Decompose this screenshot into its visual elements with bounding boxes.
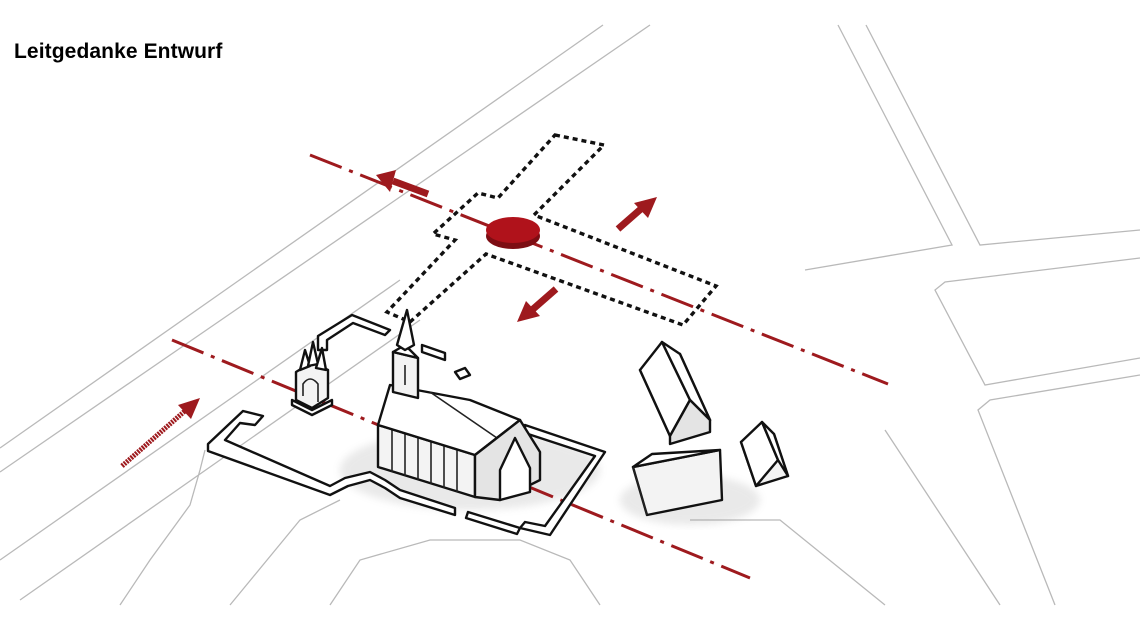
church-buttresses: [391, 430, 458, 492]
house-east: [739, 420, 790, 488]
chapel-pinnacle-c: [314, 346, 328, 372]
house-north: [638, 340, 712, 446]
right-block-top: [934, 257, 1140, 386]
chapel-arch: [302, 378, 319, 402]
church-tower-top: [391, 343, 420, 360]
direction-arrows: [120, 170, 657, 468]
houses: [631, 340, 790, 517]
church-roof-ridge: [429, 391, 498, 439]
plaza-curve: [329, 539, 601, 606]
wall-east-stub: [453, 366, 472, 381]
wall-gate: [420, 343, 447, 362]
church-choir-gable: [498, 436, 532, 502]
lower-road-b: [690, 519, 886, 606]
south-road: [229, 499, 341, 606]
upper-design-axis: [309, 153, 889, 386]
right-road-a: [804, 24, 953, 271]
chapel-pinnacle-b: [306, 340, 320, 368]
right-road-b: [865, 24, 1140, 246]
lower-road-a: [884, 429, 1001, 606]
street-network: [0, 24, 1140, 606]
main-road-edge-inner: [0, 24, 651, 473]
arrow-northeast: [615, 197, 657, 232]
church-spire: [395, 308, 416, 352]
churchyard-walls: [206, 313, 607, 537]
wall-east: [518, 423, 607, 537]
house-south: [631, 448, 724, 517]
wall-north: [316, 313, 392, 352]
arrow-approach-road: [120, 398, 200, 468]
main-road-sidewalk-a: [19, 319, 421, 601]
main-road-edge-outer: [0, 24, 604, 449]
page-title: Leitgedanke Entwurf: [14, 40, 223, 63]
arrow-southwest: [517, 286, 559, 322]
plaza-edge: [119, 449, 206, 606]
design-axes: [171, 153, 889, 580]
wall-south: [464, 510, 522, 536]
chapel-base: [290, 398, 334, 417]
right-block-bottom: [977, 374, 1140, 606]
central-focus-disc: [486, 217, 540, 249]
arrow-west: [376, 170, 430, 198]
chapel-tower: [290, 340, 334, 417]
wall-west: [206, 409, 457, 517]
church: [376, 308, 542, 502]
